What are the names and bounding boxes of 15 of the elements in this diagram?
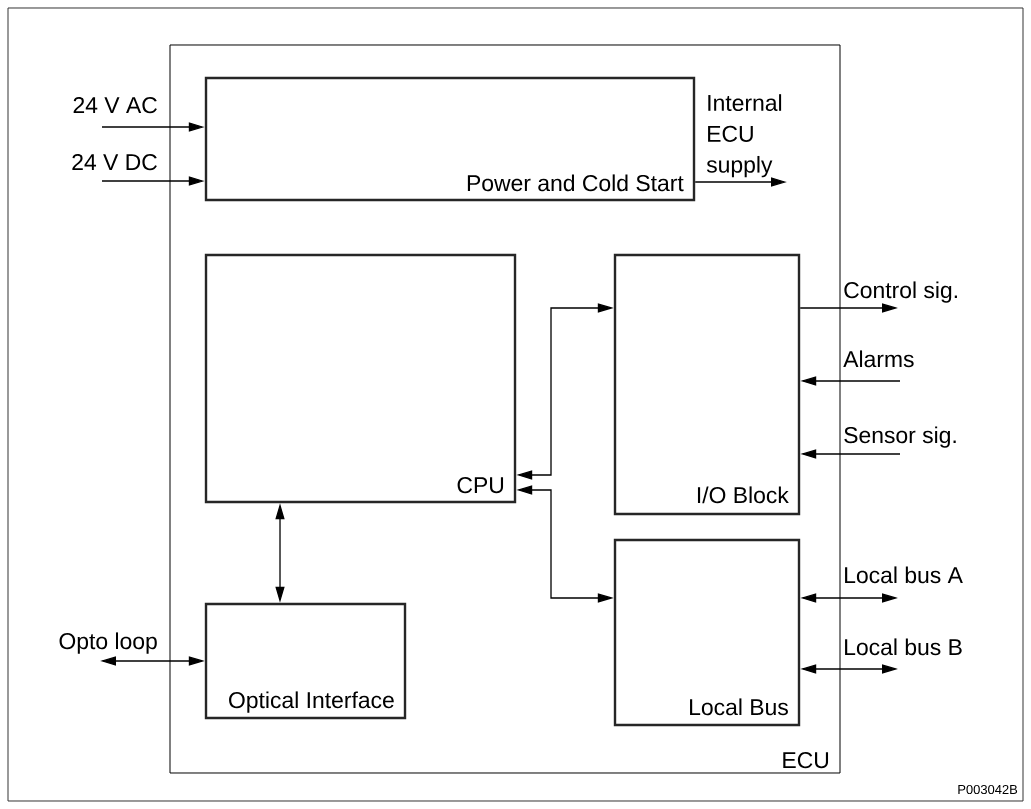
block-box: I/O Block [613,253,801,516]
signal-label: Alarms [843,350,914,368]
signal-label: Internal ECU supply [706,94,782,178]
signal-label: 24 V DC [72,154,157,171]
block-box: Power and Cold Start [204,76,696,202]
figure-id: P003042B [958,784,1018,795]
signal-label: Opto loop [59,632,157,654]
signal-label: Sensor sig. [844,426,956,448]
signal-label: Local bus B [845,638,962,656]
signal-label: Control sig. [844,281,957,303]
signal-label: 24 V AC [73,97,157,114]
block-box: Local Bus [613,538,801,727]
block-box: Optical Interface [204,602,407,720]
block-box: CPU [204,253,517,504]
signal-label: Local bus A [845,566,963,584]
